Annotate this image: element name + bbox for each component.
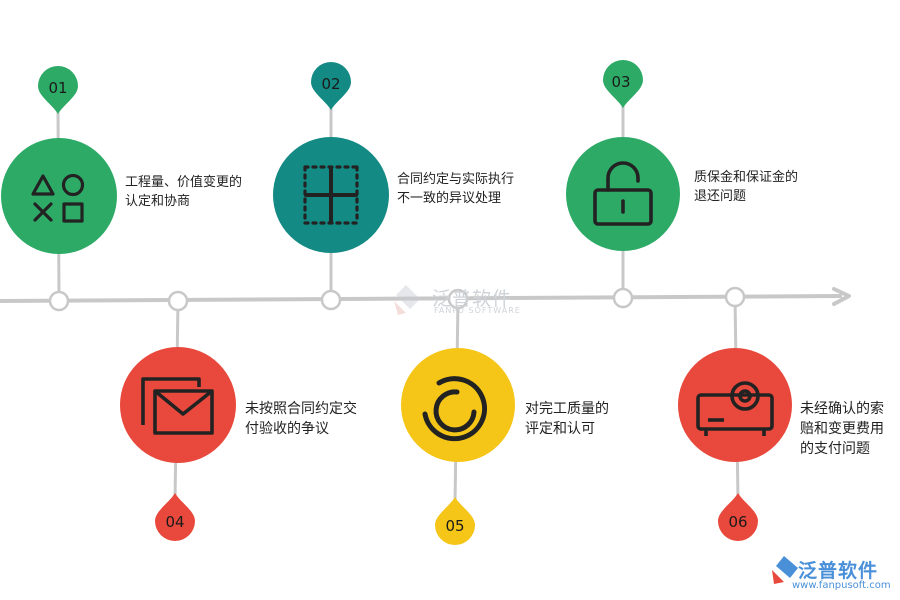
shapes-icon bbox=[31, 173, 85, 223]
timeline-node-5 bbox=[447, 288, 469, 310]
item-label-5: 对完工质量的 评定和认可 bbox=[525, 401, 609, 437]
pin-number-4: 04 bbox=[165, 513, 185, 531]
timeline-node-2 bbox=[320, 289, 342, 311]
timeline-node-4 bbox=[167, 290, 189, 312]
watermark-name: 泛普软件 bbox=[432, 288, 513, 310]
timeline-axis bbox=[0, 294, 843, 303]
watermark-logo-icon bbox=[394, 285, 420, 315]
item-circle-5 bbox=[401, 348, 515, 462]
timeline-node-3 bbox=[612, 287, 634, 309]
item-label-1: 工程量、价值变更的 认定和协商 bbox=[125, 175, 243, 209]
item-label-2: 合同约定与实际执行 不一致的异议处理 bbox=[397, 172, 515, 206]
timeline-node-1 bbox=[48, 290, 70, 312]
projector-icon bbox=[696, 381, 774, 436]
pin-number-3: 03 bbox=[611, 73, 631, 91]
watermark-sub: FANPU SOFTWARE bbox=[434, 306, 521, 315]
number-pin-2 bbox=[311, 62, 351, 110]
grid-icon bbox=[303, 165, 359, 225]
timeline-node-6 bbox=[724, 286, 746, 308]
number-pin-4 bbox=[155, 493, 195, 541]
circle-ring-icon bbox=[422, 376, 488, 442]
unlock-icon bbox=[593, 161, 653, 226]
number-pin-3 bbox=[603, 60, 643, 108]
brand-url: www.fanpusoft.com bbox=[792, 580, 891, 591]
item-circle-3 bbox=[566, 137, 680, 251]
mail-icon bbox=[141, 377, 214, 435]
pin-number-5: 05 bbox=[445, 517, 465, 535]
item-label-6: 未经确认的索 赔和变更费用 的支付问题 bbox=[800, 401, 884, 457]
item-circle-1 bbox=[1, 138, 117, 254]
pin-number-2: 02 bbox=[321, 75, 341, 93]
item-label-3: 质保金和保证金的 退还问题 bbox=[694, 170, 799, 204]
item-label-4: 未按照合同约定交 付验收的争议 bbox=[245, 401, 357, 437]
number-pin-6 bbox=[718, 493, 758, 541]
number-pin-5 bbox=[435, 497, 475, 545]
pin-number-1: 01 bbox=[48, 79, 68, 97]
brand-logo-icon bbox=[772, 556, 798, 584]
item-circle-4 bbox=[120, 347, 236, 463]
pin-number-6: 06 bbox=[728, 513, 748, 531]
timeline-arrowhead bbox=[832, 287, 851, 306]
brand-name: 泛普软件 bbox=[798, 560, 879, 582]
number-pin-1 bbox=[38, 66, 78, 114]
